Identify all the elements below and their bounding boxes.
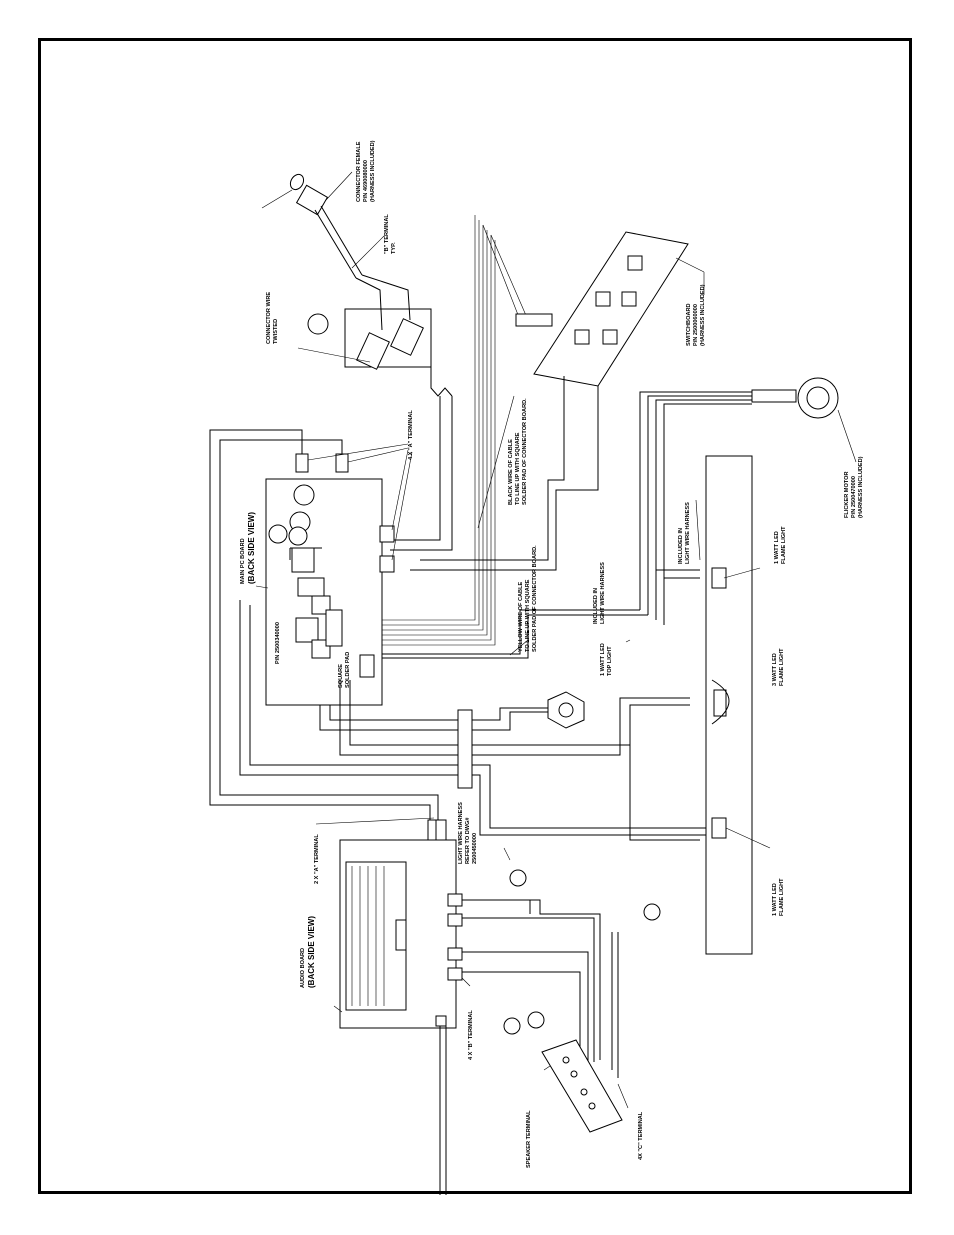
- connector-female: [261, 171, 385, 279]
- svg-text:(BACK SIDE VIEW): (BACK SIDE VIEW): [247, 512, 256, 584]
- svg-text:1 WATT LEDTOP LIGHT: 1 WATT LEDTOP LIGHT: [600, 643, 613, 676]
- label-speaker-terminal: SPEAKER TERMINAL: [526, 1110, 532, 1168]
- label-led-3w: 3 WATT LEDFLAME LIGHT: [772, 648, 785, 686]
- svg-text:INCLUDED INLIGHT WIRE HARNESS: INCLUDED INLIGHT WIRE HARNESS: [678, 502, 691, 564]
- svg-text:4X "C" TERMINAL: 4X "C" TERMINAL: [638, 1111, 644, 1160]
- svg-text:CONNECTOR WIRETWISTED: CONNECTOR WIRETWISTED: [266, 292, 279, 344]
- svg-text:4 X "A" TERMINAL: 4 X "A" TERMINAL: [408, 410, 414, 460]
- label-led-1w-top-right: 1 WATT LEDFLAME LIGHT: [774, 526, 787, 564]
- label-c-terminal-4x: 4X "C" TERMINAL: [638, 1111, 644, 1160]
- svg-text:1 WATT LEDFLAME LIGHT: 1 WATT LEDFLAME LIGHT: [774, 526, 787, 564]
- svg-text:SPEAKER TERMINAL: SPEAKER TERMINAL: [526, 1110, 532, 1168]
- flicker-motor: [639, 377, 857, 625]
- svg-text:1 WATT LEDFLAME LIGHT: 1 WATT LEDFLAME LIGHT: [772, 878, 785, 916]
- svg-text:YELLOW WIRE OF CABLETO LINE UP: YELLOW WIRE OF CABLETO LINE UP WITH SQUA…: [518, 545, 538, 652]
- svg-text:SQUARESOLDER PAD: SQUARESOLDER PAD: [338, 652, 351, 688]
- main-pc-board: [265, 478, 395, 706]
- speaker-terminal: [541, 1039, 623, 1133]
- svg-text:4 X "B" TERMINAL: 4 X "B" TERMINAL: [468, 1010, 474, 1060]
- label-audio-board: AUDIO BOARD (BACK SIDE VIEW): [300, 916, 316, 988]
- svg-text:CONNECTOR FEMALEP/N 4690080000: CONNECTOR FEMALEP/N 4690080000(HARNESS I…: [356, 140, 376, 202]
- svg-text:INCLUDED INLIGHT WIRE HARNESS: INCLUDED INLIGHT WIRE HARNESS: [593, 562, 606, 624]
- svg-text:2 X "A" TERMINAL: 2 X "A" TERMINAL: [314, 834, 320, 884]
- leader-lines: [255, 395, 701, 1109]
- label-included-mid: INCLUDED INLIGHT WIRE HARNESS: [593, 562, 606, 624]
- label-led-1w-top-light: 1 WATT LEDTOP LIGHT: [600, 643, 613, 676]
- flame-light-strip: [705, 455, 771, 955]
- label-included-top: INCLUDED INLIGHT WIRE HARNESS: [678, 502, 691, 564]
- label-switchboard: SWITCHBOARDP/N 2500060000(HARNESS INCLUD…: [686, 284, 706, 346]
- svg-text:MAIN PC BOARD: MAIN PC BOARD: [240, 538, 246, 584]
- label-b-terminal: "B" TERMINALTYP.: [384, 214, 397, 254]
- label-square-solder-pad: SQUARESOLDER PAD: [338, 652, 351, 688]
- svg-text:P/N 2500340000: P/N 2500340000: [275, 622, 281, 664]
- svg-text:SWITCHBOARDP/N 2500060000(HARN: SWITCHBOARDP/N 2500060000(HARNESS INCLUD…: [686, 284, 706, 346]
- speaker-wires: [462, 869, 661, 1078]
- label-main-pc-board: MAIN PC BOARD (BACK SIDE VIEW): [240, 512, 256, 584]
- connector-wire-twisted: [297, 274, 453, 397]
- svg-text:"B" TERMINALTYP.: "B" TERMINALTYP.: [384, 214, 397, 254]
- label-connector-wire: CONNECTOR WIRETWISTED: [266, 292, 279, 344]
- label-light-wire-harness: LIGHT WIRE HARNESSREFER TO DWG#250045000…: [458, 802, 478, 864]
- label-yellow-wire: YELLOW WIRE OF CABLETO LINE UP WITH SQUA…: [518, 545, 538, 652]
- svg-text:BLACK WIRE OF CABLETO LINE UP: BLACK WIRE OF CABLETO LINE UP WITH SQUAR…: [508, 398, 528, 505]
- light-wires: [239, 569, 710, 841]
- harness-wires: [352, 376, 648, 659]
- svg-text:AUDIO BOARD: AUDIO BOARD: [300, 948, 306, 988]
- label-a-terminal-2x: 2 X "A" TERMINAL: [314, 834, 320, 884]
- svg-text:FLICKER MOTORP/N 2500470000(HA: FLICKER MOTORP/N 2500470000(HARNESS INCL…: [844, 456, 864, 518]
- audio-board: [339, 819, 463, 1195]
- top-light-led: [547, 691, 585, 729]
- label-pcb-part: P/N 2500340000: [275, 622, 281, 664]
- svg-text:LIGHT WIRE HARNESSREFER TO DWG: LIGHT WIRE HARNESSREFER TO DWG#250045000…: [458, 802, 478, 864]
- label-a-terminal-4x: 4 X "A" TERMINAL: [408, 410, 414, 460]
- cable-bundle: [352, 215, 553, 646]
- svg-text:3 WATT LEDFLAME LIGHT: 3 WATT LEDFLAME LIGHT: [772, 648, 785, 686]
- b-terminals-top: [209, 429, 439, 820]
- label-led-1w-bottom: 1 WATT LEDFLAME LIGHT: [772, 878, 785, 916]
- label-connector-female: CONNECTOR FEMALEP/N 4690080000(HARNESS I…: [356, 140, 376, 202]
- label-flicker-motor: FLICKER MOTORP/N 2500470000(HARNESS INCL…: [844, 456, 864, 518]
- svg-text:(BACK SIDE VIEW): (BACK SIDE VIEW): [307, 916, 316, 988]
- label-b-terminal-4x: 4 X "B" TERMINAL: [468, 1010, 474, 1060]
- label-black-wire: BLACK WIRE OF CABLETO LINE UP WITH SQUAR…: [508, 398, 528, 505]
- switchboard: [533, 231, 705, 387]
